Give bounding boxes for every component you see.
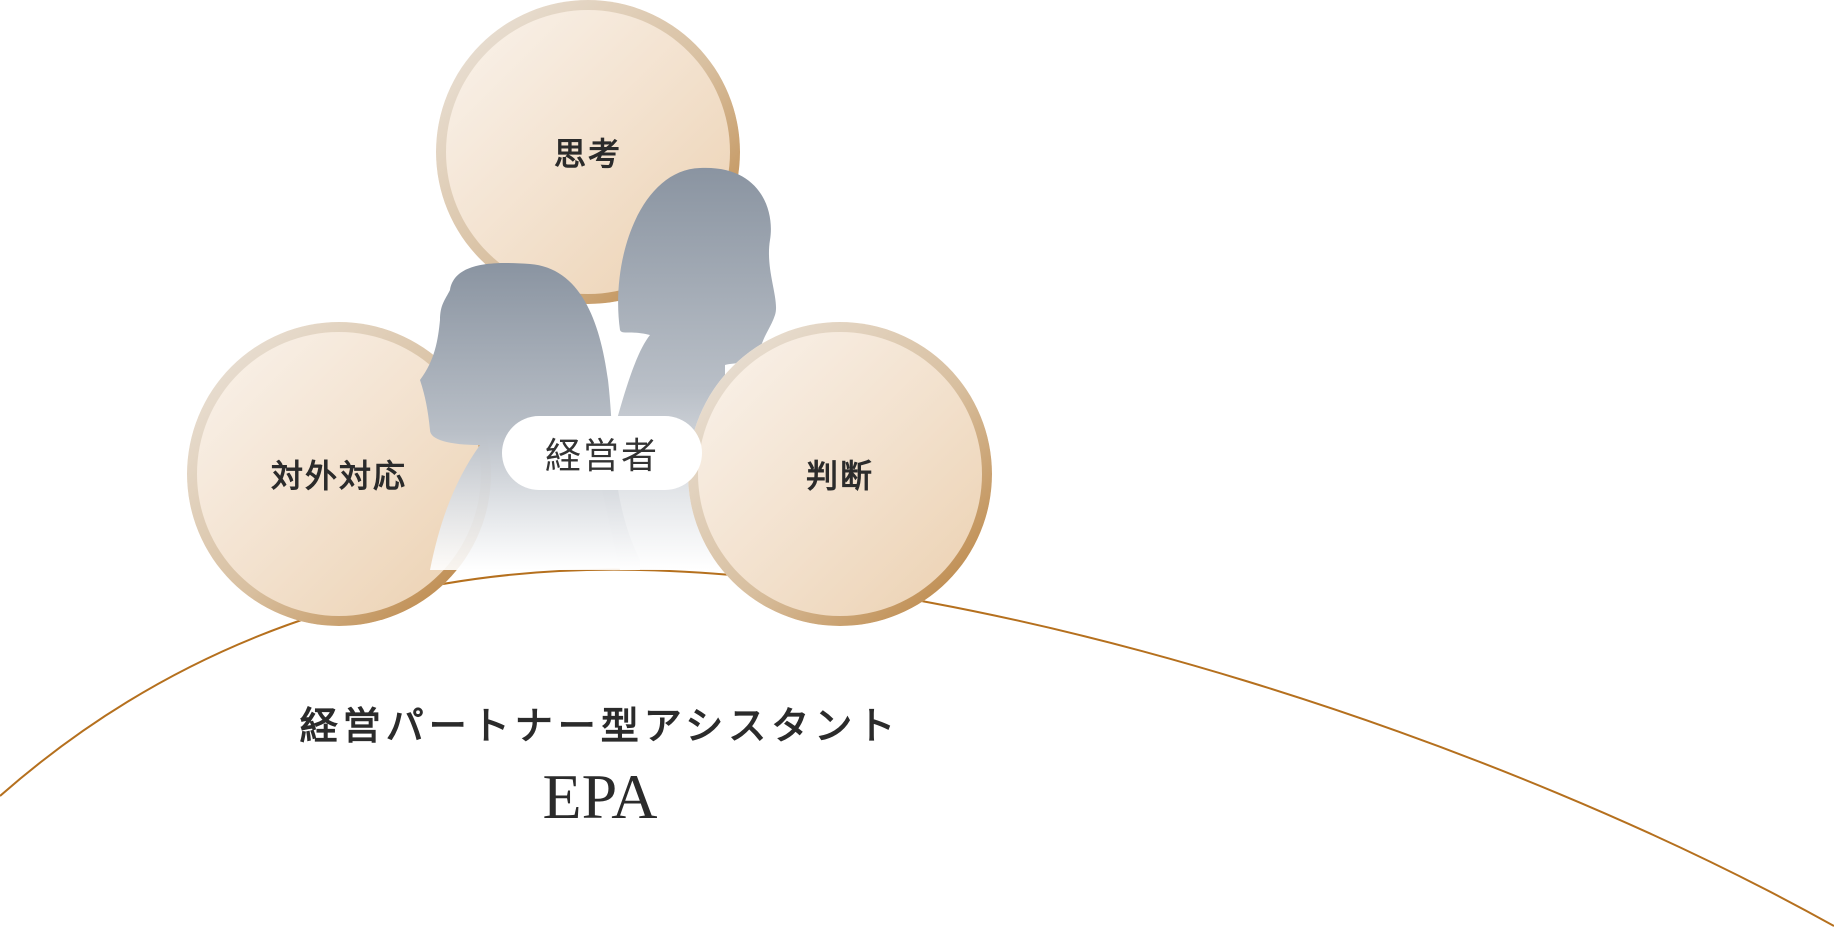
circle-judgment: 判断 — [688, 322, 992, 626]
executive-badge: 経営者 — [502, 416, 702, 490]
page-title: 経営パートナー型アシスタント — [299, 704, 901, 748]
circle-label: 対外対応 — [270, 457, 407, 495]
page-subtitle: EPA — [542, 761, 658, 832]
circle-label: 判断 — [805, 457, 874, 495]
circle-label: 思考 — [553, 135, 622, 173]
